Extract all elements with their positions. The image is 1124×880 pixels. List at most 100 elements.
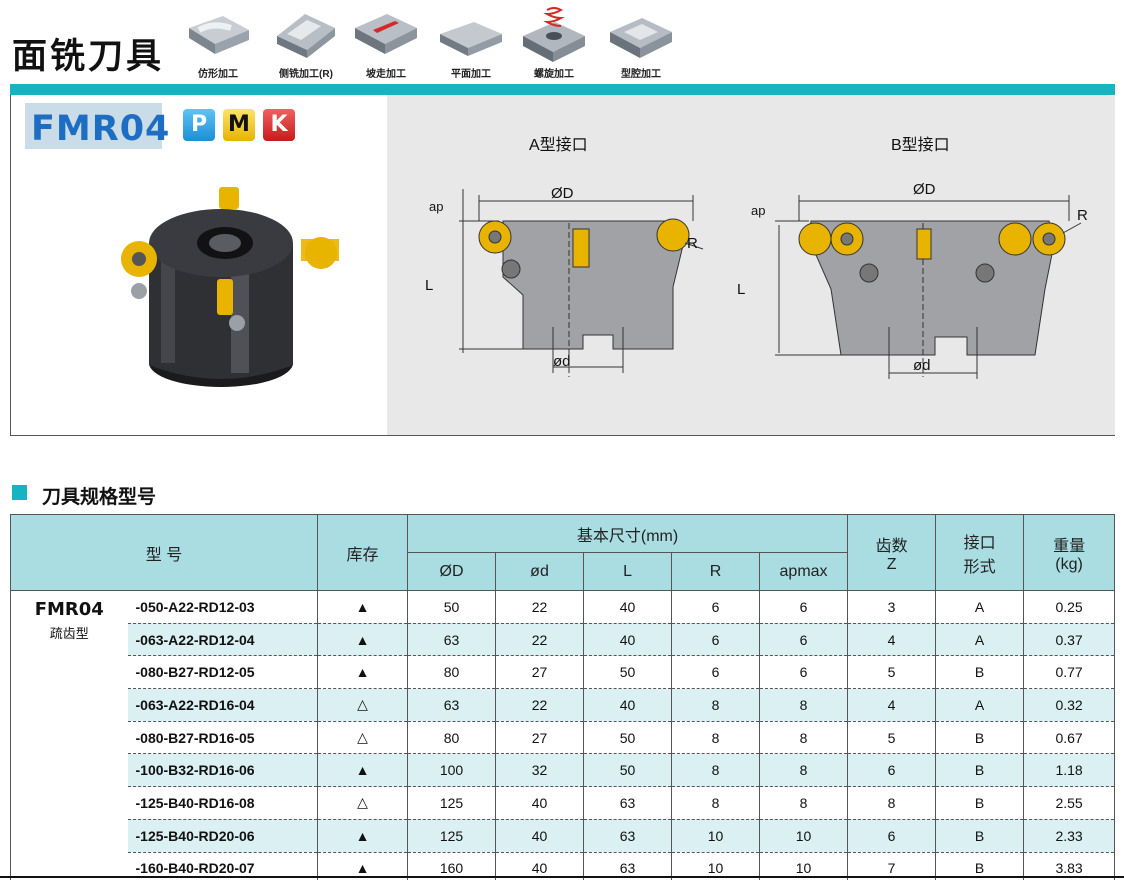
header-teeth-label: 齿数 [875, 537, 908, 555]
side-milling-icon [277, 14, 335, 58]
operation-ramping: 坡走加工 [348, 6, 424, 82]
stock-cell: ▲ [317, 623, 408, 657]
d-cell: 22 [495, 623, 584, 657]
dim-d-label: ØD [551, 185, 574, 202]
Z-cell: 5 [847, 721, 936, 755]
page-title: 面铣刀具 [12, 37, 165, 77]
interface-b-title: B型接口 [891, 137, 950, 154]
model-code-cell: -125-B40-RD20-06 [127, 819, 318, 853]
Z-cell: 7 [847, 852, 936, 880]
dim-small-d-label: ød [913, 357, 931, 374]
header-small-d: ød [495, 552, 585, 591]
page-header: 面铣刀具 仿形加工 侧铣加工(R) 坡走加工 [0, 0, 1124, 84]
L-cell: 50 [583, 721, 672, 755]
operation-side-milling: 侧铣加工(R) [268, 6, 344, 82]
header-weight: 重量 (kg) [1023, 514, 1116, 591]
type-cell: B [935, 753, 1024, 788]
interface-a-drawing [459, 189, 704, 377]
family-subtitle: 疏齿型 [49, 626, 89, 641]
type-cell: B [935, 852, 1024, 880]
L-cell: 40 [583, 590, 672, 624]
d-cell: 27 [495, 655, 584, 690]
weight-cell: 2.55 [1023, 786, 1116, 820]
header-divider [10, 84, 1115, 95]
Z-cell: 4 [847, 688, 936, 722]
page-bottom-rule [0, 876, 1124, 878]
product-panel: FMR04 P M K A型接口 B型接口 [10, 95, 1115, 436]
D-cell: 63 [407, 688, 496, 722]
header-apmax: apmax [759, 552, 849, 591]
header-teeth-sub: Z [886, 555, 897, 573]
header-basic-dims: 基本尺寸(mm) [407, 514, 849, 553]
dim-d-label: ØD [913, 181, 936, 198]
model-code-cell: -080-B27-RD12-05 [127, 655, 318, 690]
Z-cell: 6 [847, 753, 936, 788]
Z-cell: 3 [847, 590, 936, 624]
header-r: R [671, 552, 761, 591]
Z-cell: 8 [847, 786, 936, 820]
model-name: FMR04 [31, 109, 171, 149]
D-cell: 160 [407, 852, 496, 880]
weight-cell: 3.83 [1023, 852, 1116, 880]
profile-machining-icon [189, 16, 249, 54]
d-cell: 27 [495, 721, 584, 755]
weight-cell: 0.67 [1023, 721, 1116, 755]
stock-cell: △ [317, 688, 408, 722]
header-interface-label: 接口 [963, 534, 996, 552]
model-code-cell: -080-B27-RD16-05 [127, 721, 318, 755]
header-interface: 接口 形式 [935, 514, 1025, 591]
header-model: 型 号 [9, 514, 319, 591]
R-cell: 6 [671, 623, 760, 657]
Z-cell: 5 [847, 655, 936, 690]
weight-cell: 0.37 [1023, 623, 1116, 657]
operation-label: 坡走加工 [366, 69, 406, 80]
model-code-cell: -125-B40-RD16-08 [127, 786, 318, 820]
ap-cell: 6 [759, 623, 848, 657]
operation-pocketing: 型腔加工 [603, 6, 679, 82]
stock-cell: ▲ [317, 819, 408, 853]
R-cell: 6 [671, 655, 760, 690]
stock-cell: ▲ [317, 852, 408, 880]
R-cell: 10 [671, 852, 760, 880]
ap-cell: 8 [759, 786, 848, 820]
d-cell: 40 [495, 852, 584, 880]
operation-label: 平面加工 [451, 69, 491, 80]
d-cell: 32 [495, 753, 584, 788]
ap-cell: 8 [759, 721, 848, 755]
spec-table: 型 号 库存 基本尺寸(mm) 齿数 Z 接口 形式 重量 (kg) ØD ød… [9, 514, 1116, 880]
stock-cell: ▲ [317, 590, 408, 624]
dim-small-d-label: ød [553, 353, 571, 370]
header-stock: 库存 [317, 514, 409, 591]
ramping-icon [355, 14, 417, 54]
section-title: 刀具规格型号 [42, 486, 157, 508]
L-cell: 50 [583, 655, 672, 690]
type-cell: B [935, 786, 1024, 820]
header-d: ØD [407, 552, 497, 591]
section-marker-icon [12, 485, 27, 500]
interface-diagrams: A型接口 B型接口 ØD ød L R ap [387, 95, 1115, 435]
weight-cell: 1.18 [1023, 753, 1116, 788]
ap-cell: 8 [759, 753, 848, 788]
D-cell: 80 [407, 721, 496, 755]
L-cell: 63 [583, 786, 672, 820]
weight-cell: 0.25 [1023, 590, 1116, 624]
model-badge: FMR04 [25, 103, 169, 149]
dim-r-label: R [1077, 207, 1088, 224]
ap-cell: 8 [759, 688, 848, 722]
L-cell: 40 [583, 623, 672, 657]
header-weight-label: 重量 [1053, 537, 1086, 555]
L-cell: 63 [583, 852, 672, 880]
dim-ap-label: ap [429, 199, 444, 214]
L-cell: 40 [583, 688, 672, 722]
operation-label: 仿形加工 [198, 69, 238, 80]
dim-r-label: R [687, 235, 698, 252]
ap-cell: 6 [759, 655, 848, 690]
L-cell: 63 [583, 819, 672, 853]
